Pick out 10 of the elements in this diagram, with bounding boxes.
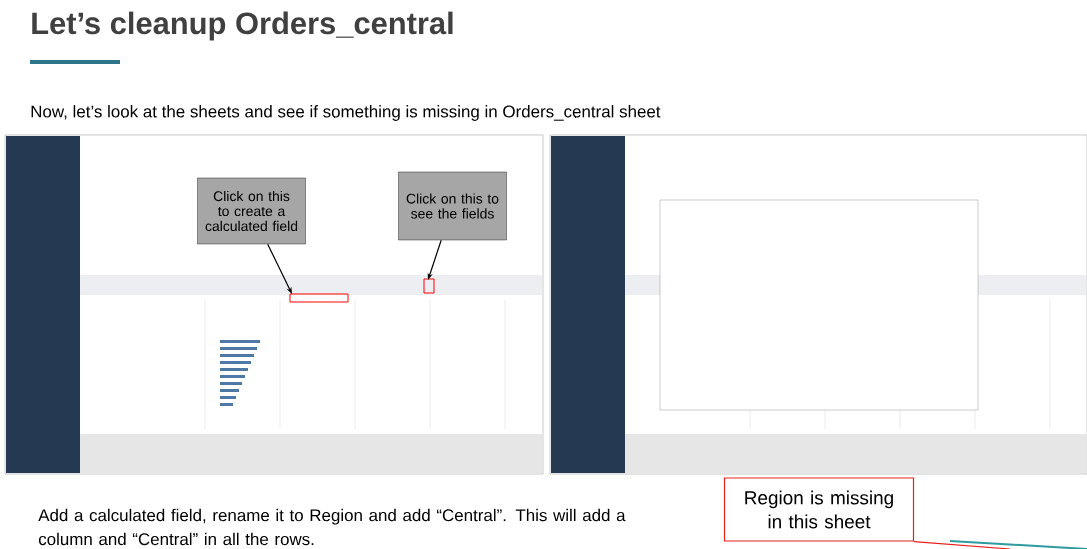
screenshot-drawing	[4, 134, 544, 475]
body-text: Now, let’s look at the sheets and see if something is missing in Orders_central sheet	[31, 105, 661, 121]
callout-box: Click on this to see the fields	[398, 171, 507, 241]
leader-line	[913, 541, 1011, 549]
body-text: Add a calculated field, rename it to Region and add “Central”. This will add a column and “Central” in all the rows.	[38, 508, 626, 546]
callout-box: Region is missing in this sheet	[723, 477, 915, 542]
slide-title: Let’s cleanup Orders_central	[32, 11, 453, 41]
arrow	[267, 243, 292, 294]
callout-box: Click on this to create a calculated field	[197, 177, 306, 245]
screenshot-drawing	[549, 134, 1087, 475]
